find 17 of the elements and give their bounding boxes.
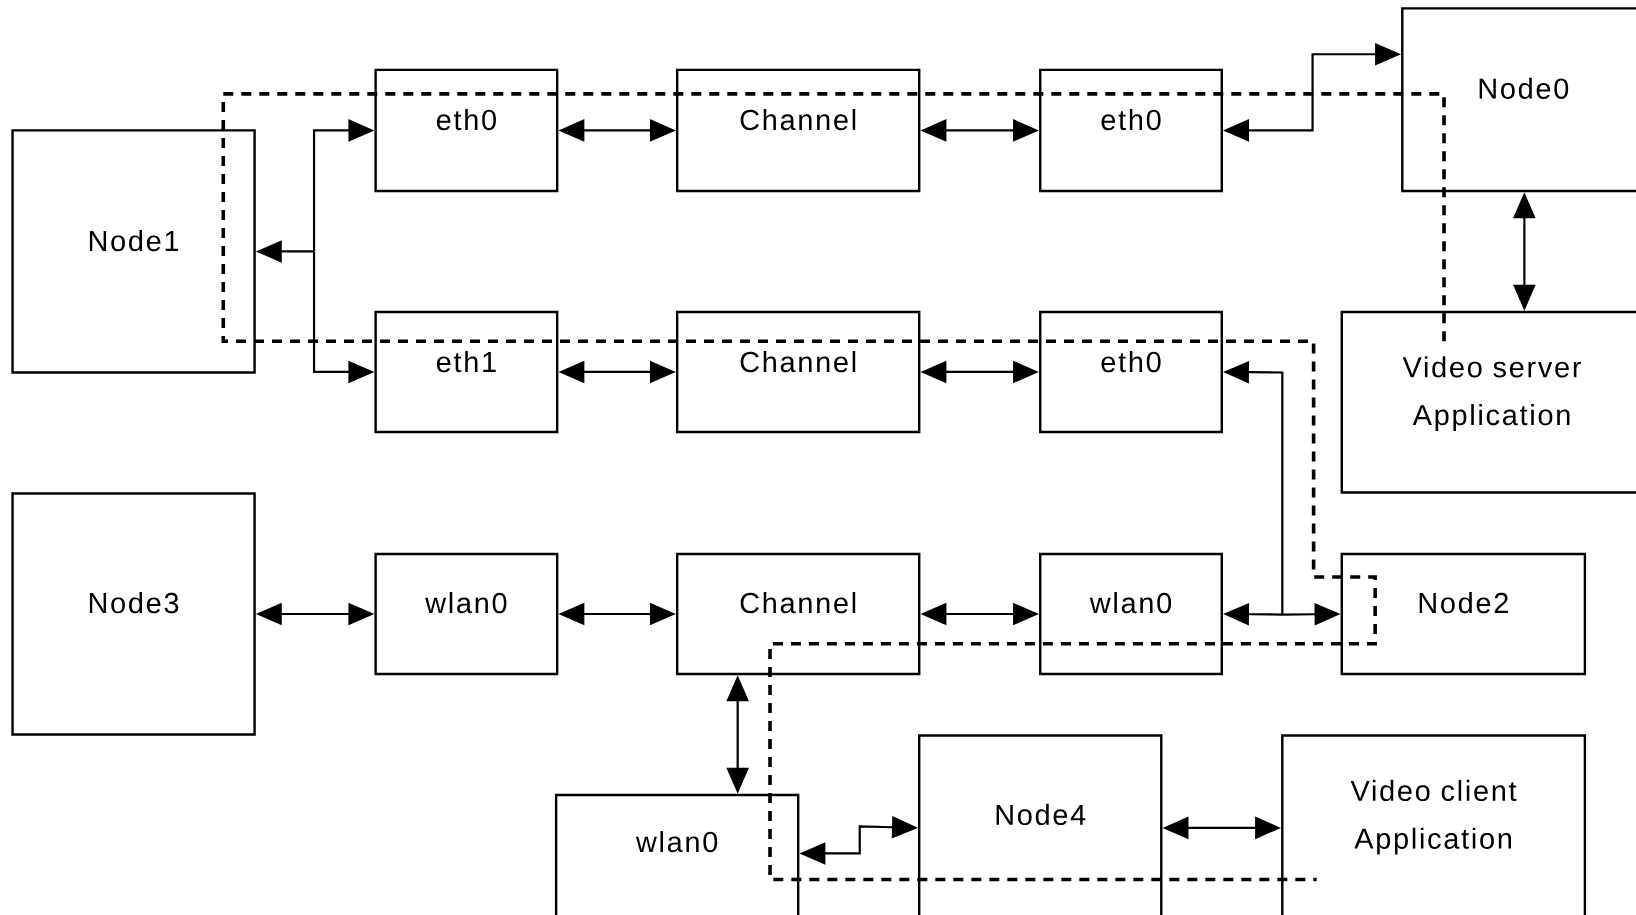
node-box: eth1	[374, 310, 559, 434]
node-box: Node4	[918, 734, 1163, 915]
node-box: Node0	[1401, 7, 1636, 193]
node-box: eth0	[374, 68, 559, 193]
node-box: wlan0	[554, 793, 800, 915]
node-box: wlan0	[1039, 552, 1223, 676]
node-box: Node3	[11, 492, 256, 736]
node-box: wlan0	[374, 552, 559, 676]
node-box: Channel	[675, 310, 921, 434]
node-box: Channel	[675, 68, 921, 193]
node-box: Node1	[11, 129, 256, 374]
node-box: Node2	[1340, 552, 1587, 676]
node-box: Channel	[675, 552, 921, 676]
node-box: Video server Application	[1340, 310, 1636, 494]
node-box: eth0	[1039, 310, 1223, 434]
node-box: Video client Application	[1281, 734, 1587, 915]
node-box: eth0	[1039, 68, 1223, 193]
